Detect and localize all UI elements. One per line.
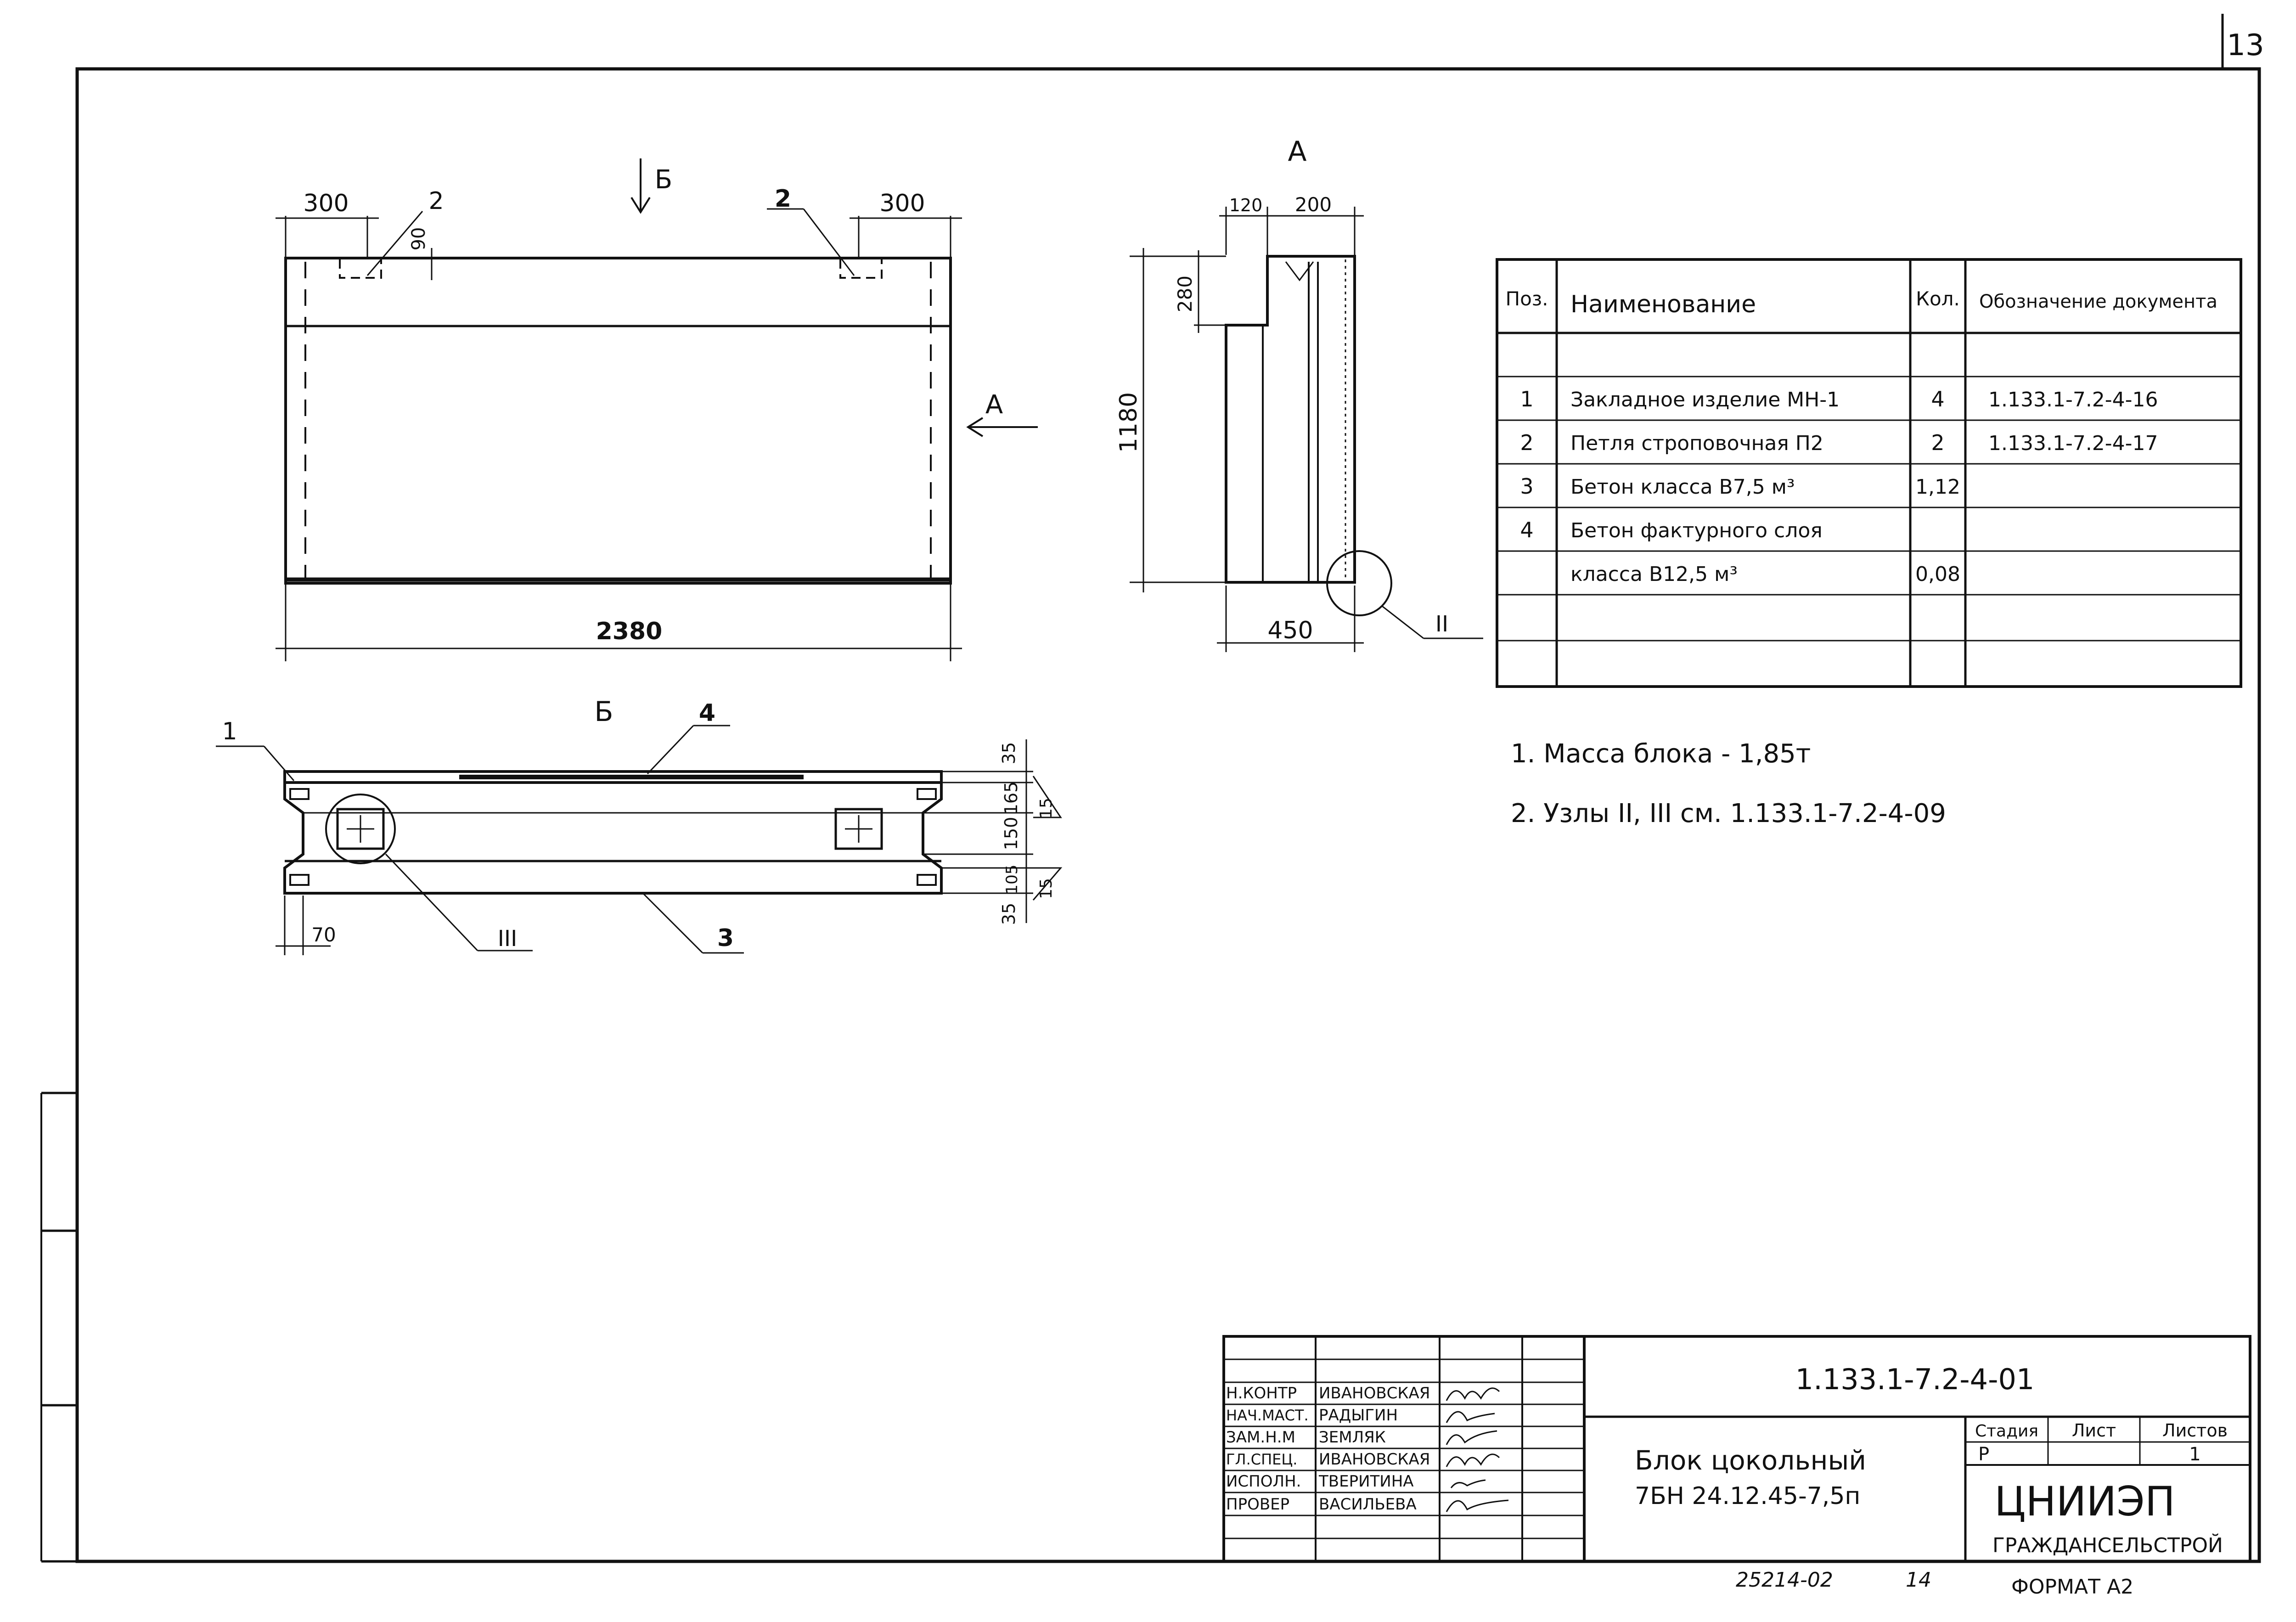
staff-role: ИСПОЛН. [1226, 1472, 1301, 1491]
bottom-mid-note: 14 [1906, 1568, 1931, 1592]
dim-front-left: 300 [303, 190, 349, 217]
side-view-title: А [1288, 135, 1306, 168]
org-main: ЦНИИЭП [1994, 1478, 2175, 1525]
dim-front-length: 2380 [596, 618, 663, 645]
spec-table: Поз. Наименование Кол. Обозначение докум… [1496, 258, 2242, 688]
signature [1446, 1430, 1497, 1445]
dim-side-notch: 280 [1174, 276, 1196, 312]
spec-row-qty: 2 [1931, 430, 1944, 455]
plan-dim-right-5: 35 [999, 903, 1019, 925]
staff-role: ЗАМ.Н.М [1226, 1428, 1295, 1447]
plan-slope-1: 15 [1037, 798, 1056, 819]
signature [1446, 1453, 1500, 1467]
side-node-label: II [1435, 611, 1448, 637]
staff-name: ИВАНОВСКАЯ [1319, 1384, 1430, 1402]
staff-name: ТВЕРИТИНА [1318, 1472, 1414, 1491]
spec-row-pos: 4 [1520, 518, 1533, 542]
dim-side-depth: 450 [1267, 617, 1313, 644]
dim-side-top-1: 120 [1229, 195, 1263, 215]
title-code: 1.133.1-7.2-4-01 [1795, 1363, 2035, 1396]
plan-node-label: III [498, 926, 517, 952]
org-sub: ГРАЖДАНСЕЛЬСТРОЙ [1992, 1533, 2223, 1557]
title-name-2: 7БН 24.12.45-7,5п [1635, 1482, 1860, 1510]
bottom-left-note: 25214-02 [1736, 1568, 1833, 1592]
spec-header-qty: Кол. [1916, 287, 1960, 310]
plan-callout-1: 1 [222, 718, 237, 745]
sheet-frame: 13 [40, 14, 2264, 1563]
plan-view-title: Б [594, 696, 613, 728]
spec-header-doc: Обозначение документа [1979, 291, 2217, 312]
plan-dim-right-3: 150 [1001, 817, 1021, 850]
dim-side-height: 1180 [1115, 392, 1142, 453]
spec-row-name: класса В12,5 м³ [1570, 563, 1738, 586]
staff-role: НАЧ.МАСТ. [1226, 1407, 1309, 1424]
spec-row-qty: 4 [1931, 387, 1944, 411]
sheet-header: Лист [2072, 1420, 2116, 1441]
plan-slope-2: 15 [1037, 878, 1056, 899]
plan-view: Б 1 4 3 III 70 [216, 696, 1063, 955]
staff-name: ИВАНОВСКАЯ [1319, 1450, 1430, 1469]
staff-role: ГЛ.СПЕЦ. [1226, 1451, 1297, 1468]
title-block: Н.КОНТР ИВАНОВСКАЯ НАЧ.МАСТ. РАДЫГИН ЗАМ… [1222, 1335, 2251, 1563]
page-number: 13 [2227, 28, 2264, 62]
callout-loop-left: 2 [428, 187, 444, 215]
sheets-value: 1 [2189, 1444, 2200, 1465]
spec-header-name: Наименование [1570, 291, 1756, 318]
callout-loop-right: 2 [775, 185, 791, 213]
stage-value: Р [1978, 1444, 1989, 1465]
spec-row-doc: 1.133.1-7.2-4-16 [1988, 388, 2158, 411]
spec-row-doc: 1.133.1-7.2-4-17 [1988, 432, 2158, 455]
sheets-header: Листов [2162, 1420, 2228, 1441]
note-1: 1. Масса блока - 1,85т [1511, 739, 1811, 769]
title-name-1: Блок цокольный [1635, 1445, 1866, 1476]
stage-header: Стадия [1975, 1422, 2038, 1441]
staff-role: Н.КОНТР [1226, 1384, 1297, 1402]
staff-role: ПРОВЕР [1226, 1495, 1289, 1514]
staff-name: РАДЫГИН [1319, 1406, 1398, 1425]
signature [1446, 1499, 1509, 1512]
plan-dim-70: 70 [311, 924, 336, 946]
spec-row-qty: 0,08 [1915, 563, 1960, 586]
front-arrow-label: Б [655, 165, 672, 195]
signature [1446, 1411, 1495, 1423]
spec-row-pos: 3 [1520, 474, 1533, 499]
notes: 1. Масса блока - 1,85т 2. Узлы II, III с… [1511, 739, 1946, 828]
plan-dim-right-4: 105 [1003, 865, 1021, 895]
dim-front-right: 300 [879, 190, 925, 217]
signature [1450, 1479, 1486, 1488]
spec-row-qty: 1,12 [1915, 475, 1960, 499]
plan-dim-right-2: 165 [1001, 782, 1021, 815]
staff-name: ЗЕМЛЯК [1319, 1428, 1386, 1447]
spec-row-pos: 1 [1520, 387, 1533, 411]
dim-loop-depth: 90 [408, 227, 429, 251]
plan-callout-3: 3 [717, 924, 734, 952]
plan-dim-right-1: 35 [999, 742, 1019, 764]
plan-callout-4: 4 [699, 699, 715, 727]
spec-row-name: Бетон фактурного слоя [1570, 519, 1823, 542]
spec-row-name: Закладное изделие МН-1 [1570, 388, 1840, 411]
spec-row-name: Петля строповочная П2 [1570, 432, 1823, 455]
signature [1446, 1387, 1500, 1401]
side-view: А 120 200 1180 280 450 II [1115, 135, 1483, 652]
dim-side-top-2: 200 [1295, 193, 1332, 216]
view-arrow-label: А [985, 390, 1003, 420]
spec-row-name: Бетон класса В7,5 м³ [1570, 475, 1795, 499]
staff-name: ВАСИЛЬЕВА [1319, 1495, 1417, 1514]
spec-header-pos: Поз. [1506, 287, 1548, 310]
bottom-notes: 25214-02 14 ФОРМАТ А2 [1736, 1568, 2133, 1599]
spec-row-pos: 2 [1520, 430, 1533, 455]
format-label: ФОРМАТ А2 [2011, 1575, 2133, 1599]
front-view: 300 300 2 2 90 Б А 2380 [276, 158, 1038, 661]
note-2: 2. Узлы II, III см. 1.133.1-7.2-4-09 [1511, 799, 1946, 828]
